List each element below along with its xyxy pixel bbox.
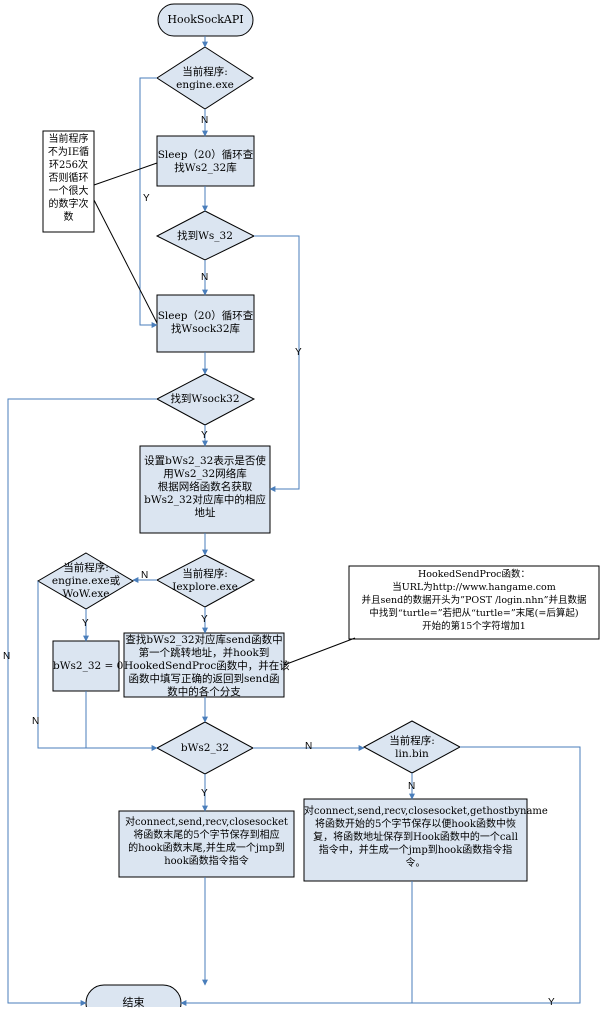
note-hooked-send-text: HookedSendProc函数：当URL为http://www.hangame…	[361, 569, 587, 632]
edge-label-wow-yes: Y	[82, 618, 89, 629]
end-label: 结束	[122, 996, 145, 1009]
note-loop-text: 当前程序不为IE循环256次 否则循环一个很大的数字次 数	[47, 134, 90, 223]
sleep-ws2-label: Sleep（20）循环查找Ws2_32库	[157, 149, 254, 174]
edge-label-wow-no: N	[32, 716, 40, 727]
note-loop	[42, 130, 95, 233]
edge-label-engine-no: N	[201, 115, 209, 126]
edge-label-lin-no: N	[408, 781, 416, 792]
sleep-wsock-label: Sleep（20）循环查找Wsock32库	[157, 310, 254, 335]
process-save-right	[303, 798, 528, 882]
decision-found-ws32-label: 找到Ws_32	[177, 230, 233, 242]
decision-iexplore-label: 当前程序:Iexplore.exe	[172, 568, 238, 593]
set-bws-label: 设置bWs2_32表示是否使用Ws2_32网络库根据网络函数名获取 bWs2_3…	[144, 455, 266, 519]
decision-engine-label: 当前程序:engine.exe	[176, 66, 234, 91]
edge-label-wsock-yes: Y	[201, 430, 208, 441]
process-save-left	[118, 810, 295, 878]
note-hooked-send	[348, 565, 600, 640]
edge-label-ws32-no: N	[201, 272, 209, 283]
save-right-label: 对connect,send,recv,closesocket,gethostby…	[304, 806, 548, 869]
edge-label-bws2-no: N	[305, 741, 313, 752]
edge-label-ws32-yes: Y	[295, 347, 302, 358]
edge-label-iexplore-yes: Y	[201, 614, 208, 625]
edge-label-lin-yes: Y	[548, 997, 555, 1008]
edge-label-wsock-no: N	[3, 651, 11, 662]
edge-label-engine-yes: Y	[143, 193, 150, 204]
process-find-send	[123, 632, 285, 698]
start-label: HookSockAPI	[167, 13, 244, 26]
bws-zero-label: bWs2_32 = 0	[53, 660, 124, 672]
decision-lin-label: 当前程序:lin.bin	[389, 735, 435, 760]
decision-found-wsock-label: 找到Wsock32	[170, 393, 240, 405]
edge-label-iexplore-no: N	[141, 570, 149, 581]
process-sleep-wsock	[156, 294, 255, 353]
process-sleep-ws2	[156, 135, 255, 187]
edge-label-bws2-yes: Y	[201, 788, 208, 799]
decision-bws2-label: bWs2_32	[180, 742, 230, 754]
